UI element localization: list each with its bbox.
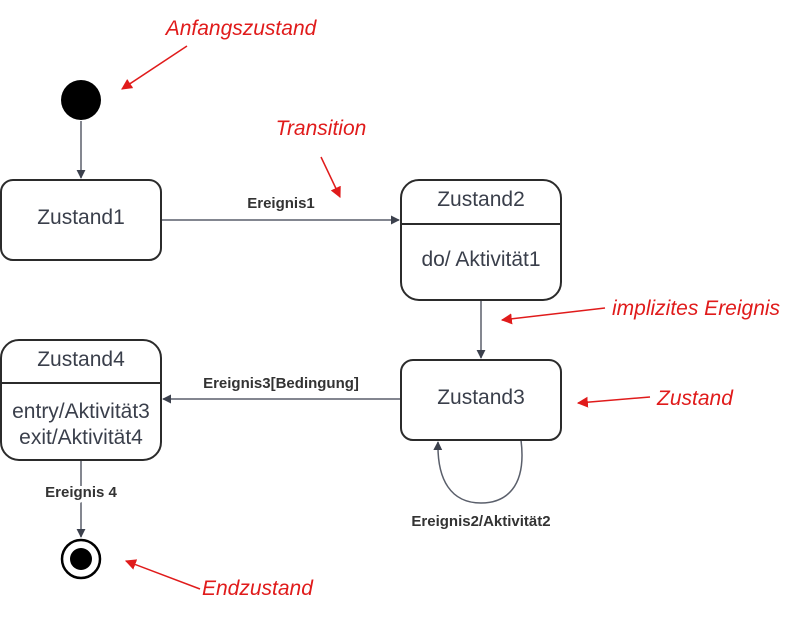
state-zustand4-name: Zustand4	[37, 348, 125, 371]
annotation-arrow-final	[124, 559, 201, 590]
annotation-anfangszustand: Anfangszustand	[164, 17, 318, 40]
annotation-transition: Transition	[276, 117, 367, 140]
annotation-zustand: Zustand	[656, 387, 734, 410]
edge-label-ereignis4: Ereignis 4	[45, 484, 117, 501]
state-zustand2-name: Zustand2	[437, 188, 525, 211]
annotation-implizites-ereignis: implizites Ereignis	[612, 297, 781, 320]
annotation-endzustand: Endzustand	[202, 577, 314, 600]
annotation-arrow-initial	[121, 45, 188, 90]
state-zustand4-entry: entry/Aktivität3	[12, 400, 150, 423]
edge-zustand3-self-loop	[433, 439, 523, 504]
state-zustand4: Zustand4 entry/Aktivität3 exit/Aktivität…	[0, 339, 162, 461]
state-zustand4-exit: exit/Aktivität4	[19, 426, 143, 449]
edge-label-ereignis1: Ereignis1	[247, 195, 315, 212]
state-zustand2-activity: do/ Aktivität1	[421, 248, 540, 271]
initial-state	[61, 80, 101, 120]
annotation-arrow-transition	[320, 156, 341, 198]
annotation-arrow-implicit	[500, 307, 606, 325]
state-zustand1: Zustand1	[0, 179, 162, 261]
state-zustand3-name: Zustand3	[437, 386, 525, 409]
state-zustand1-name: Zustand1	[37, 206, 125, 229]
edge-label-ereignis3: Ereignis3[Bedingung]	[203, 375, 359, 392]
state-zustand2: Zustand2 do/ Aktivität1	[400, 179, 562, 301]
state-zustand3: Zustand3	[400, 359, 562, 441]
edge-label-ereignis2: Ereignis2/Aktivität2	[411, 513, 550, 530]
annotation-arrow-state	[576, 396, 651, 408]
final-state	[60, 538, 102, 580]
